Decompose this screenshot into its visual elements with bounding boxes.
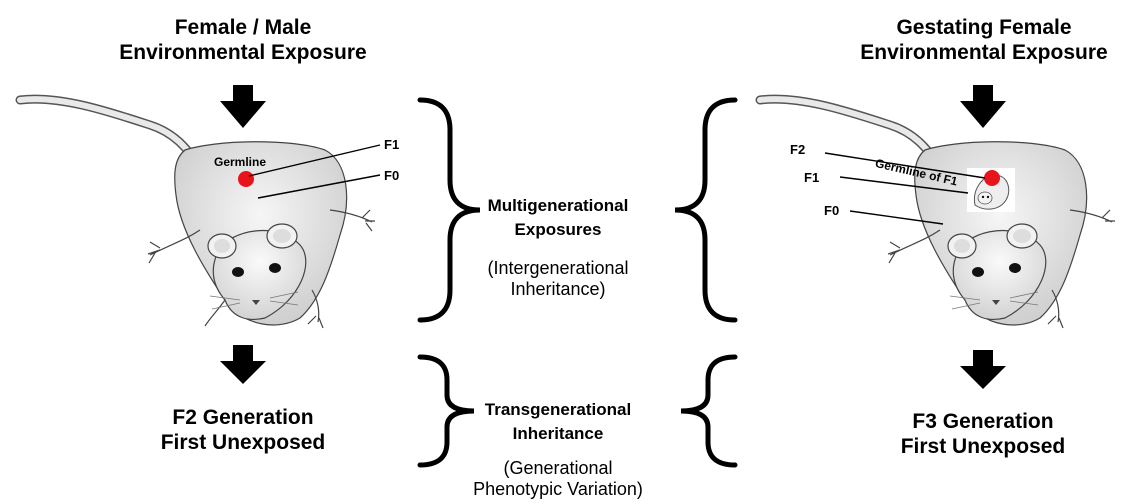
arrow-left-top (220, 85, 266, 128)
right-heading-line1: Gestating Female (896, 16, 1072, 39)
multigenerational-line1: Multigenerational (487, 196, 629, 215)
right-heading-line2: Environmental Exposure (860, 40, 1108, 64)
germline-dot-left (238, 171, 254, 187)
left-heading-line1: Female / Male (174, 16, 312, 39)
multigenerational-line2: Exposures (514, 220, 602, 240)
intergenerational-line1: (Intergenerational (487, 258, 629, 278)
rat-illustration-left (15, 94, 375, 329)
arrow-left-bottom (220, 345, 266, 384)
transgenerational-inheritance-label: Transgenerational Inheritance (468, 400, 648, 444)
generational-phenotypic-variation-label: (Generational Phenotypic Variation) (448, 458, 668, 500)
intergenerational-line2: Inheritance) (510, 279, 606, 300)
brace-bottom-left (417, 354, 475, 468)
left-heading-line2: Environmental Exposure (119, 40, 367, 64)
leader-line-f2-right (824, 152, 986, 179)
phenotypic-line1: (Generational (503, 458, 613, 478)
brace-bottom-right (680, 354, 738, 468)
leader-line-f0-left (257, 174, 381, 199)
arrow-right-bottom (960, 350, 1006, 389)
label-f0-left: F0 (384, 168, 400, 183)
multigenerational-exposures-label: Multigenerational Exposures (468, 196, 648, 240)
right-footer: F3 Generation First Unexposed (835, 410, 1121, 460)
left-footer-line1: F2 Generation (172, 406, 314, 429)
left-footer-line2: First Unexposed (160, 430, 326, 454)
label-f2-right: F2 (790, 142, 806, 157)
right-heading: Gestating Female Environmental Exposure (836, 16, 1121, 66)
right-footer-line1: F3 Generation (912, 410, 1054, 433)
brace-top-right (674, 97, 738, 323)
transgenerational-line2: Inheritance (512, 424, 604, 444)
leader-line-f0-right (849, 210, 944, 225)
label-f1-left: F1 (384, 137, 400, 152)
right-footer-line2: First Unexposed (900, 434, 1066, 458)
arrow-right-top (960, 85, 1006, 128)
phenotypic-line2: Phenotypic Variation) (473, 479, 643, 500)
rat-illustration-right (755, 94, 1115, 329)
intergenerational-inheritance-label: (Intergenerational Inheritance) (458, 258, 658, 300)
brace-top-left (417, 97, 481, 323)
transgenerational-line1: Transgenerational (484, 400, 632, 419)
leader-line-f1-left (248, 144, 381, 177)
label-f1-right: F1 (804, 170, 820, 185)
label-germline-left: Germline (214, 155, 267, 169)
left-footer: F2 Generation First Unexposed (95, 406, 391, 456)
germline-dot-right (984, 170, 1000, 186)
left-heading: Female / Male Environmental Exposure (95, 16, 391, 66)
leader-line-f1-right (839, 176, 969, 194)
label-f0-right: F0 (824, 203, 840, 218)
